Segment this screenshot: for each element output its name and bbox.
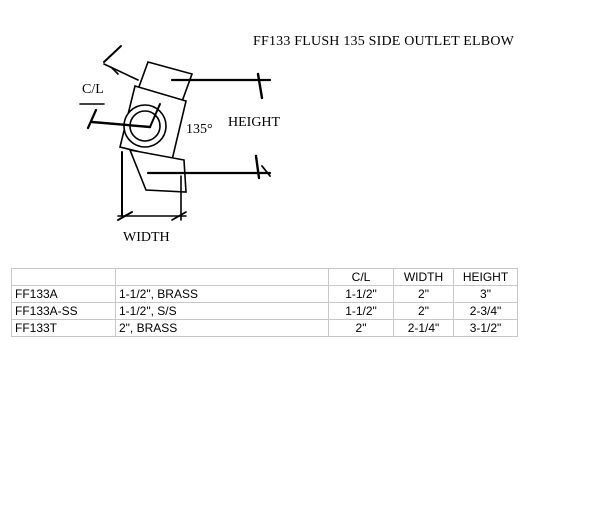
header-cell: C/L <box>328 268 394 286</box>
description-cell: 1-1/2", BRASS <box>115 285 329 303</box>
width-cell: 2" <box>393 302 454 320</box>
table-row: FF133A-SS 1-1/2", S/S 1-1/2" 2" 2-3/4" <box>11 302 518 320</box>
cl-cell: 1-1/2" <box>328 302 394 320</box>
centerline-leader <box>90 120 152 129</box>
bottom-fitting-outline <box>128 148 187 193</box>
height-cell: 3-1/2" <box>453 319 518 337</box>
drawing-title: FF133 FLUSH 135 SIDE OUTLET ELBOW <box>253 34 515 49</box>
table-header-row: C/L WIDTH HEIGHT <box>11 268 518 286</box>
height-label: HEIGHT <box>228 115 281 130</box>
height-cell: 2-3/4" <box>453 302 518 320</box>
header-cell <box>11 268 116 286</box>
elbow-drawing <box>79 45 272 221</box>
part-number-cell: FF133A-SS <box>11 302 116 320</box>
table-row: FF133A 1-1/2", BRASS 1-1/2" 2" 3" <box>11 285 518 303</box>
cl-cell: 2" <box>328 319 394 337</box>
spec-table: C/L WIDTH HEIGHT FF133A 1-1/2", BRASS 1-… <box>11 268 518 337</box>
part-number-cell: FF133T <box>11 319 116 337</box>
header-cell: WIDTH <box>393 268 454 286</box>
part-number-cell: FF133A <box>11 285 116 303</box>
height-cell: 3" <box>453 285 518 303</box>
cl-cell: 1-1/2" <box>328 285 394 303</box>
description-cell: 1-1/2", S/S <box>115 302 329 320</box>
width-cell: 2-1/4" <box>393 319 454 337</box>
table-row: FF133T 2", BRASS 2" 2-1/4" 3-1/2" <box>11 319 518 337</box>
centerline-label: C/L <box>82 82 104 97</box>
description-cell: 2", BRASS <box>115 319 329 337</box>
header-cell: HEIGHT <box>453 268 518 286</box>
width-cell: 2" <box>393 285 454 303</box>
header-cell <box>115 268 329 286</box>
width-label: WIDTH <box>123 230 170 245</box>
angle-label: 135° <box>186 122 213 137</box>
